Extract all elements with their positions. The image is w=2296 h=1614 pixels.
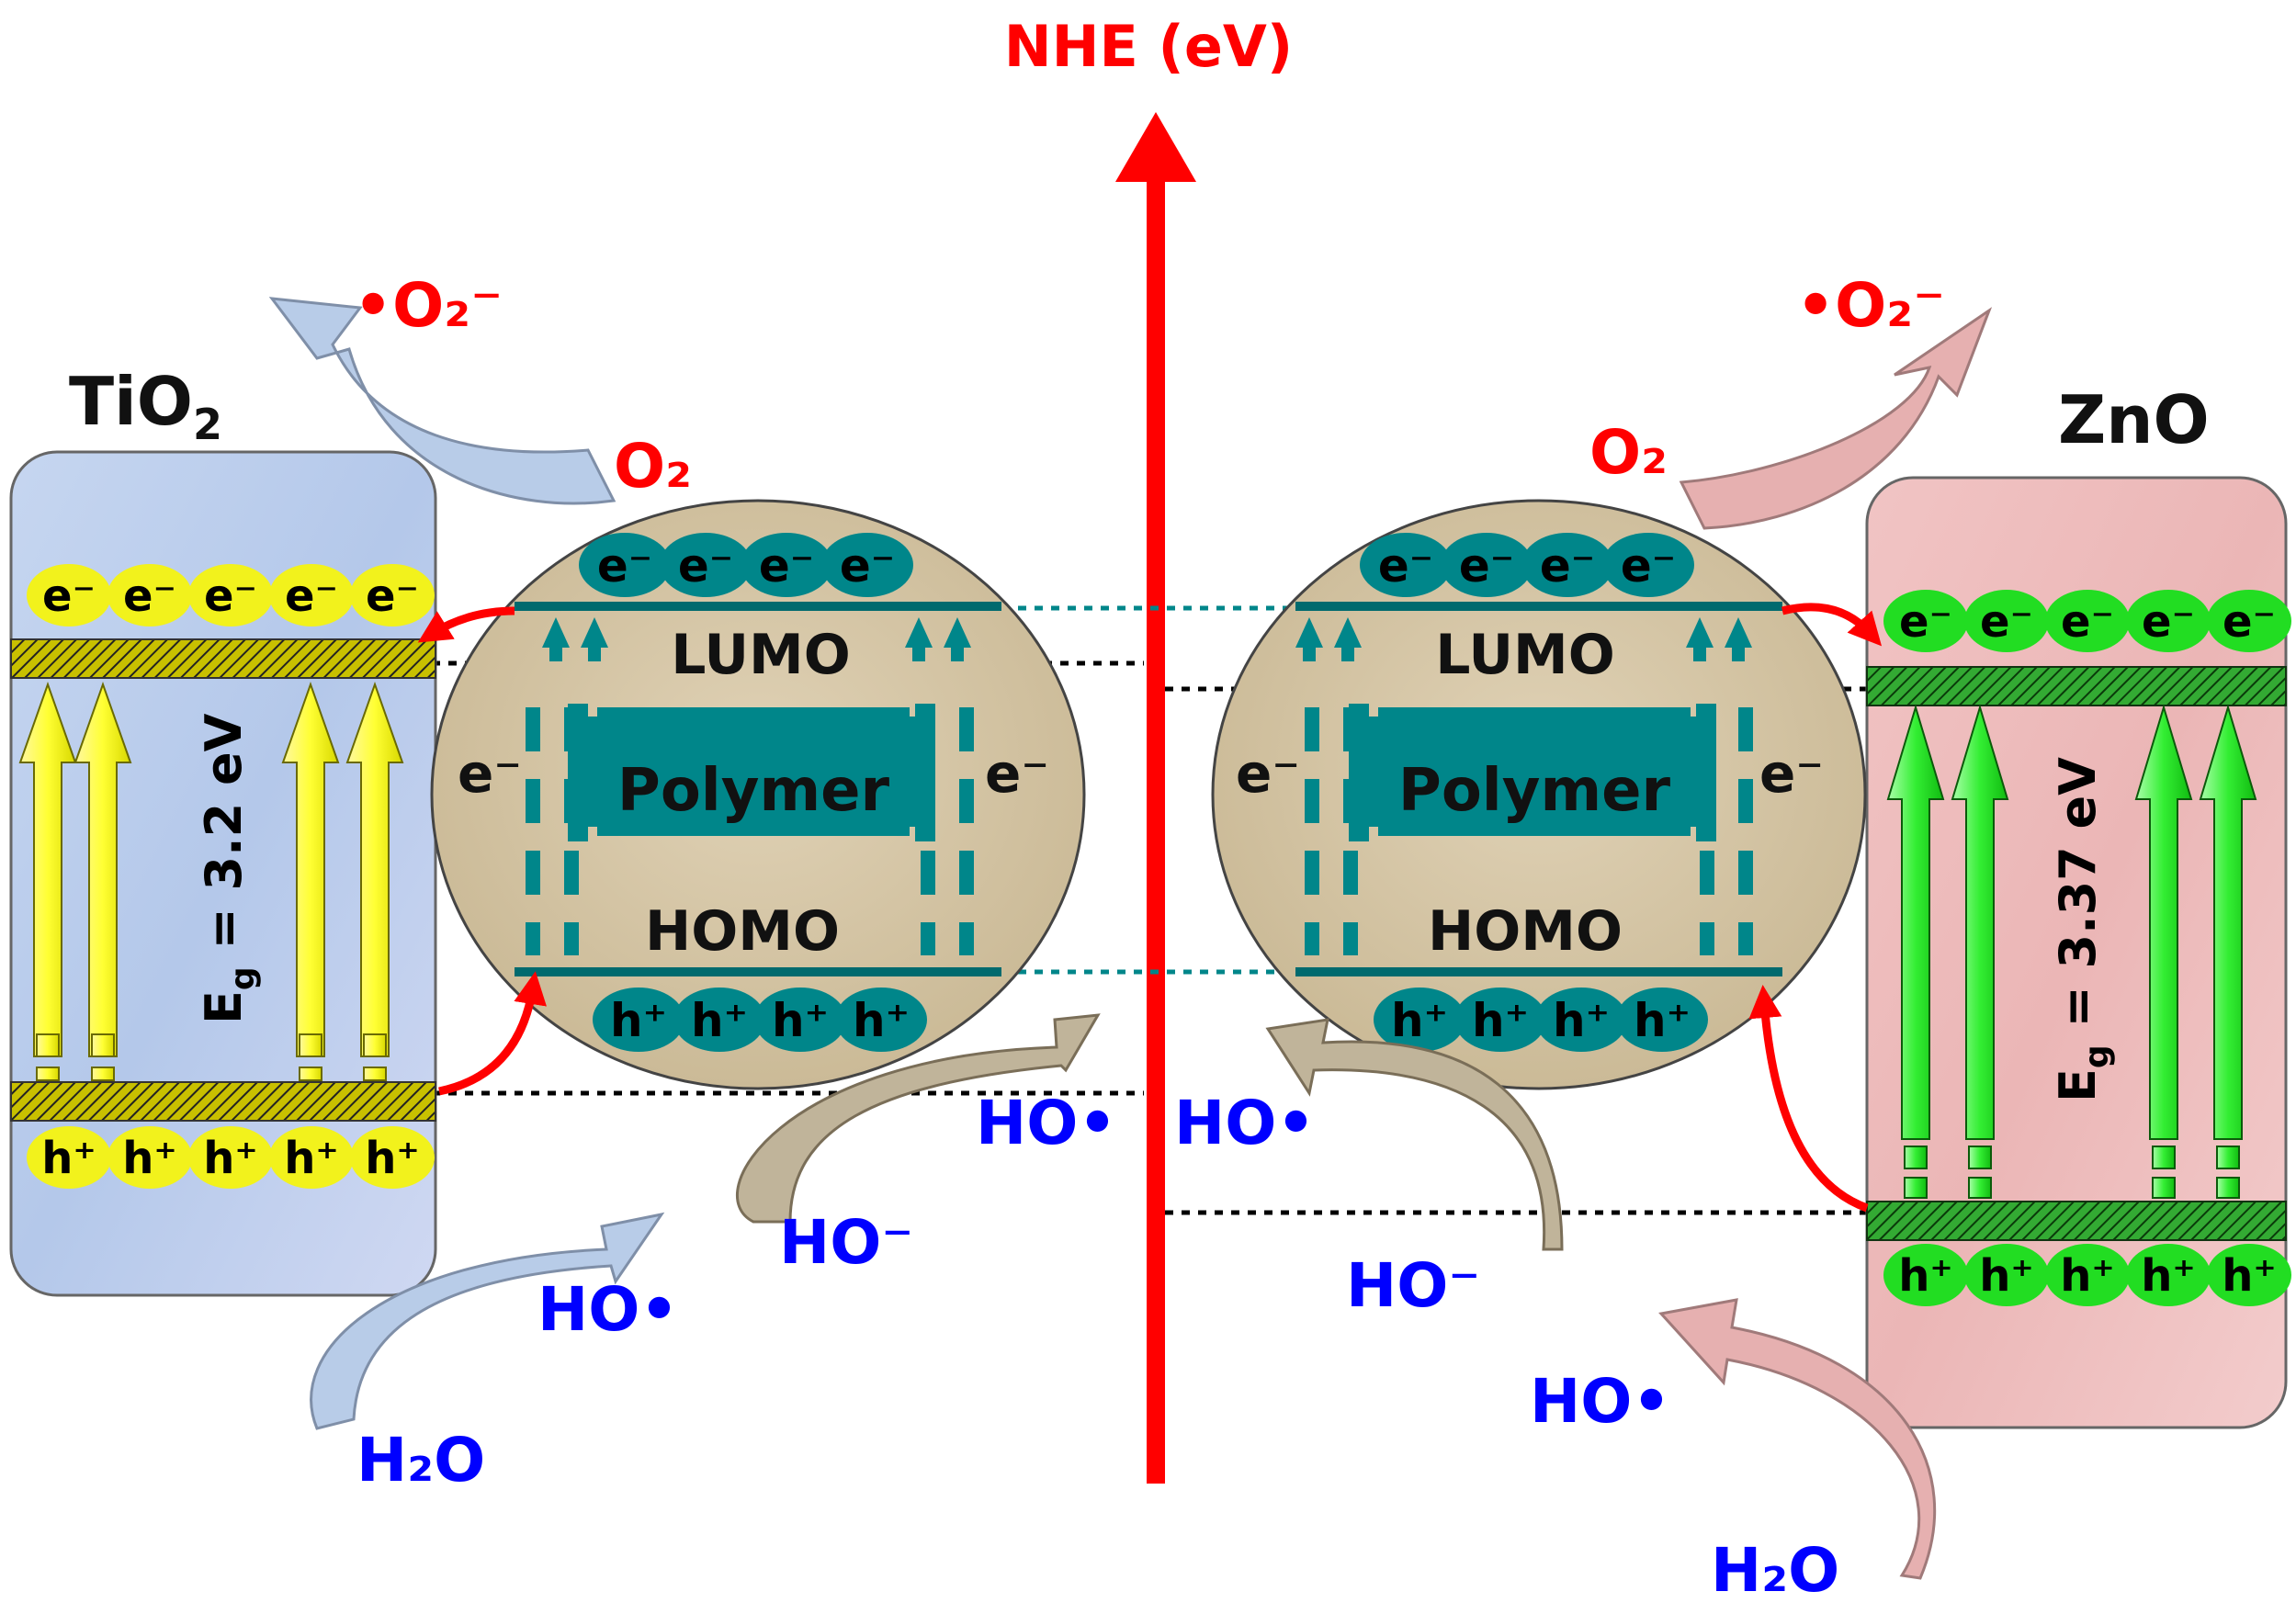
zno-label: ZnO xyxy=(2058,381,2210,458)
superoxide-right-label: •O₂⁻ xyxy=(1796,270,1945,341)
zno-electron: e⁻ xyxy=(2061,596,2114,648)
hole-transfer-arrow-left xyxy=(438,971,547,1096)
tio2-hole: h⁺ xyxy=(365,1133,420,1184)
tio2-valence-band xyxy=(10,1081,436,1122)
reaction-arrow-o2-superoxide-right xyxy=(1679,307,1993,530)
zno-hole: h⁺ xyxy=(2222,1250,2277,1302)
polymer-electron-row: e⁻ e⁻ e⁻ e⁻ xyxy=(579,533,913,597)
lumo-small-arrows xyxy=(1295,617,1752,661)
ho-radical-tio2-label: HO• xyxy=(537,1274,679,1345)
ho-minus-left-label: HO⁻ xyxy=(779,1207,913,1278)
tio2-electron: e⁻ xyxy=(366,570,419,622)
tio2-electron: e⁻ xyxy=(285,570,338,622)
tio2-semiconductor: TiO2 e⁻ e⁻ e⁻ e⁻ e⁻ xyxy=(9,363,437,1297)
tio2-label: TiO2 xyxy=(69,363,222,449)
polymer-hole: h⁺ xyxy=(853,994,910,1047)
polymer-hole-row: h⁺ h⁺ h⁺ h⁺ xyxy=(1374,988,1708,1052)
tio2-electron: e⁻ xyxy=(42,570,96,622)
electron-transfer-arrow-left xyxy=(417,606,515,643)
zno-electron: e⁻ xyxy=(2222,596,2276,648)
lumo-label: LUMO xyxy=(1435,623,1615,687)
charge-transfer-arrows xyxy=(417,603,1883,1213)
lumo-label: LUMO xyxy=(671,623,851,687)
species-labels: •O₂⁻ •O₂⁻ O₂ O₂ HO• H₂O HO⁻ HO• HO• HO⁻ … xyxy=(354,270,1945,1606)
zno-electron: e⁻ xyxy=(1899,596,1952,648)
polymer-side-electron: e⁻ xyxy=(985,742,1049,805)
zno-valence-band xyxy=(1866,1201,2287,1241)
polymer-core-label: Polymer xyxy=(617,757,890,825)
polymer-side-electron: e⁻ xyxy=(1236,742,1300,805)
polymer-electron: e⁻ xyxy=(1459,539,1514,593)
o2-right-label: O₂ xyxy=(1589,417,1668,488)
polymer-dashed-walls xyxy=(1305,707,1753,955)
o2-left-label: O₂ xyxy=(614,431,692,502)
nhe-axis-label: NHE (eV) xyxy=(1004,13,1293,80)
tio2-hole: h⁺ xyxy=(41,1133,96,1184)
tio2-electron: e⁻ xyxy=(204,570,257,622)
reaction-arrow-h2o-zno xyxy=(1658,1298,1937,1580)
hole-transfer-arrow-right xyxy=(1748,985,1869,1213)
zno-hole: h⁺ xyxy=(2141,1250,2196,1302)
polymer-particle-left: e⁻ e⁻ e⁻ e⁻ LUMO Polymer e⁻ e⁻ xyxy=(430,499,1086,1090)
polymer-hole: h⁺ xyxy=(1634,994,1691,1047)
polymer-electron: e⁻ xyxy=(1621,539,1676,593)
tio2-hole: h⁺ xyxy=(122,1133,177,1184)
polymer-electron: e⁻ xyxy=(597,539,652,593)
polymer-hole: h⁺ xyxy=(1472,994,1529,1047)
ho-radical-center-right-label: HO• xyxy=(1174,1088,1316,1158)
zno-electron: e⁻ xyxy=(1980,596,2033,648)
tio2-electron: e⁻ xyxy=(123,570,176,622)
polymer-hole: h⁺ xyxy=(691,994,748,1047)
polymer-particle-right: e⁻ e⁻ e⁻ e⁻ LUMO Polymer e⁻ e⁻ xyxy=(1211,499,1867,1090)
zno-semiconductor: ZnO e⁻ e⁻ e⁻ e⁻ e⁻ xyxy=(1865,381,2291,1429)
polymer-core-label: Polymer xyxy=(1398,757,1671,825)
polymer-side-electron: e⁻ xyxy=(1759,742,1824,805)
reaction-arrow-hominus-right xyxy=(1265,1018,1564,1251)
zno-electron-row: e⁻ e⁻ e⁻ e⁻ e⁻ xyxy=(1883,590,2291,652)
lumo-small-arrows xyxy=(542,617,971,661)
polymer-electron: e⁻ xyxy=(1378,539,1433,593)
homo-label: HOMO xyxy=(1428,899,1623,964)
zno-hole: h⁺ xyxy=(1979,1250,2034,1302)
polymer-electron: e⁻ xyxy=(1540,539,1595,593)
polymer-electron-row: e⁻ e⁻ e⁻ e⁻ xyxy=(1360,533,1694,597)
h2o-right-label: H₂O xyxy=(1711,1535,1839,1606)
reaction-arrow-h2o-tio2 xyxy=(310,1212,665,1430)
tio2-excitation-arrows xyxy=(18,681,404,1081)
polymer-hole-row: h⁺ h⁺ h⁺ h⁺ xyxy=(593,988,927,1052)
zno-hole: h⁺ xyxy=(1898,1250,1953,1302)
tio2-hole: h⁺ xyxy=(203,1133,258,1184)
zno-excitation-arrows xyxy=(1886,704,2257,1199)
polymer-electron: e⁻ xyxy=(678,539,733,593)
ho-radical-center-left-label: HO• xyxy=(976,1088,1117,1158)
superoxide-left-label: •O₂⁻ xyxy=(354,270,503,341)
polymer-side-electron: e⁻ xyxy=(458,742,522,805)
zno-hole-row: h⁺ h⁺ h⁺ h⁺ h⁺ xyxy=(1883,1244,2291,1306)
zno-bandgap-label: Eg = 3.37 eV xyxy=(2049,757,2116,1102)
nhe-axis: NHE (eV) xyxy=(1004,13,1293,1484)
zno-hole: h⁺ xyxy=(2060,1250,2115,1302)
polymer-electron: e⁻ xyxy=(759,539,814,593)
h2o-left-label: H₂O xyxy=(356,1425,485,1495)
tio2-electron-row: e⁻ e⁻ e⁻ e⁻ e⁻ xyxy=(27,564,435,626)
ho-minus-right-label: HO⁻ xyxy=(1346,1250,1480,1321)
tio2-bandgap-label: Eg = 3.2 eV xyxy=(195,713,262,1024)
polymer-hole: h⁺ xyxy=(610,994,667,1047)
polymer-hole: h⁺ xyxy=(772,994,829,1047)
tio2-conduction-band xyxy=(10,638,436,679)
tio2-hole-row: h⁺ h⁺ h⁺ h⁺ h⁺ xyxy=(27,1126,435,1189)
homo-label: HOMO xyxy=(645,899,840,964)
polymer-electron: e⁻ xyxy=(840,539,895,593)
tio2-hole: h⁺ xyxy=(284,1133,339,1184)
zno-conduction-band xyxy=(1866,666,2287,706)
polymer-dashed-walls xyxy=(526,707,974,955)
ho-radical-zno-label: HO• xyxy=(1530,1366,1671,1437)
reaction-arrow-hominus-left xyxy=(736,1013,1101,1224)
reaction-arrow-o2-superoxide-left xyxy=(268,297,616,505)
polymer-hole: h⁺ xyxy=(1553,994,1610,1047)
polymer-hole: h⁺ xyxy=(1391,994,1448,1047)
electron-transfer-arrow-right xyxy=(1781,603,1883,647)
zno-electron: e⁻ xyxy=(2142,596,2195,648)
